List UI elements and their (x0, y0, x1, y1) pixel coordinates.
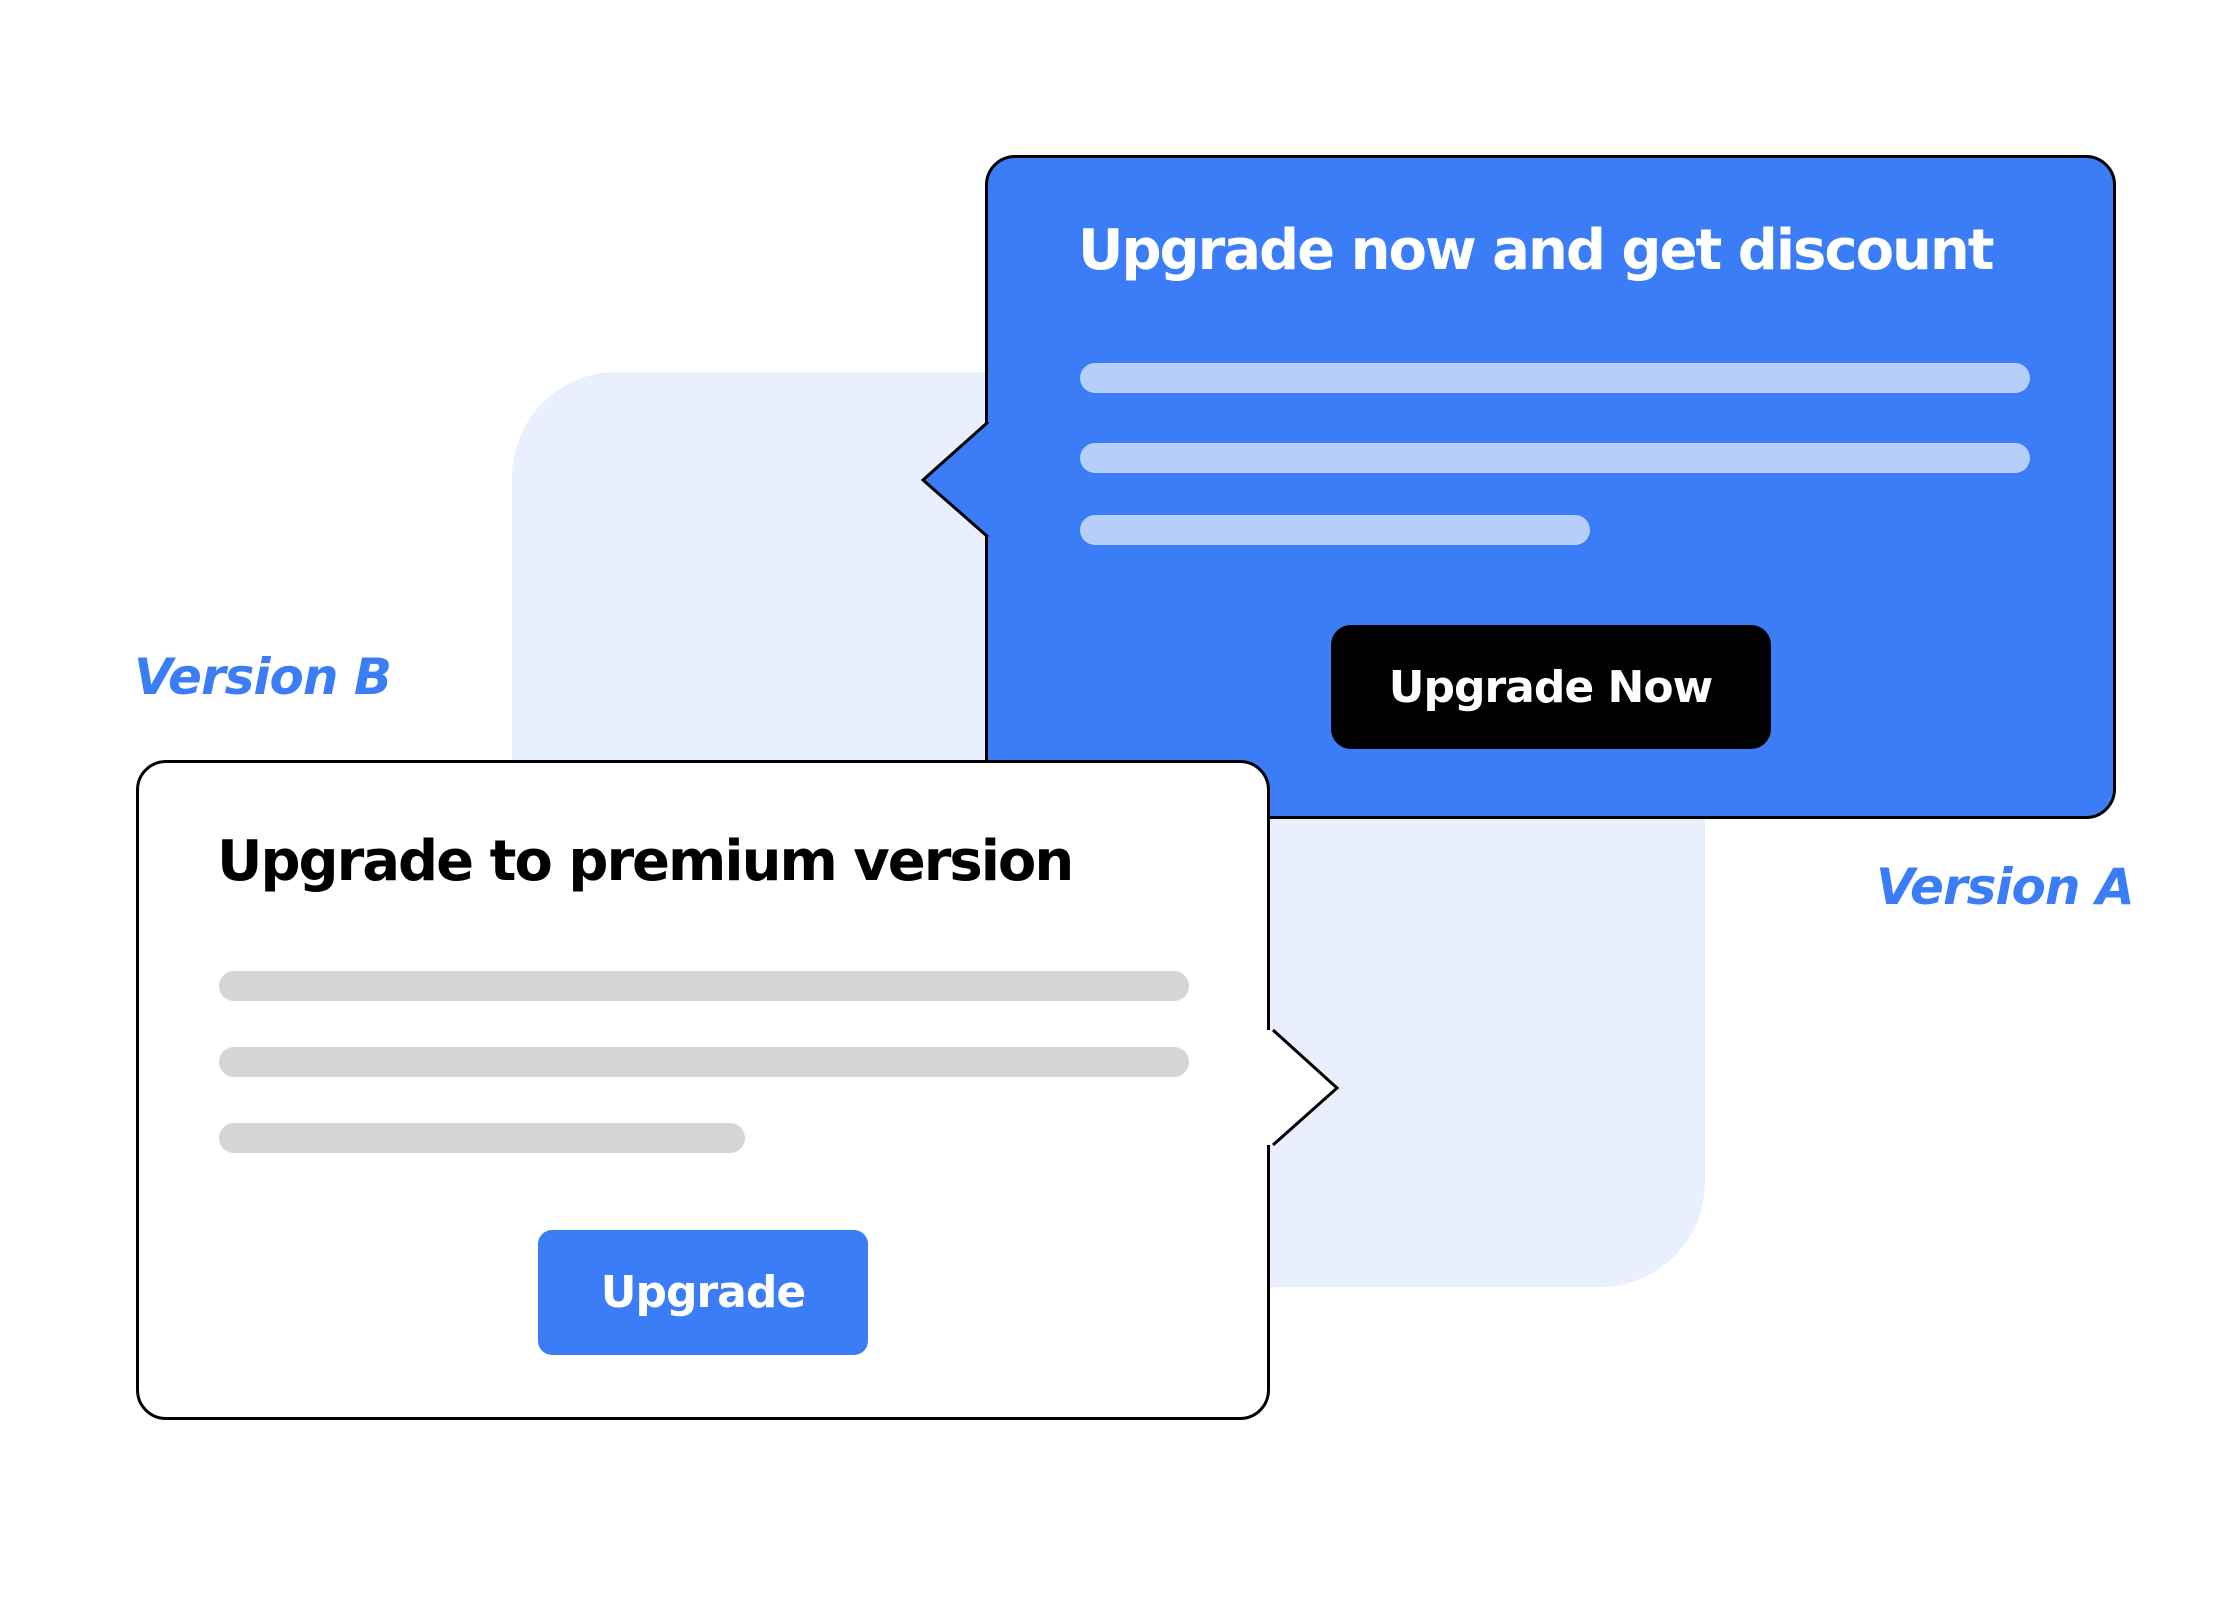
upgrade-now-button[interactable]: Upgrade Now (1330, 625, 1771, 749)
speech-pointer-right-icon (1258, 1028, 1340, 1147)
version-a-label: Version A (1876, 858, 2135, 916)
version-a-card: Upgrade now and get discount Upgrade Now (920, 155, 2116, 819)
placeholder-line (1080, 363, 2030, 393)
placeholder-line (1080, 443, 2030, 473)
placeholder-line (219, 1047, 1189, 1077)
upgrade-button[interactable]: Upgrade (538, 1230, 868, 1355)
version-b-label: Version B (134, 648, 392, 706)
version-b-card: Upgrade to premium version Upgrade (136, 760, 1340, 1420)
speech-pointer-left-icon (920, 420, 1003, 539)
placeholder-line (1080, 515, 1590, 545)
placeholder-line (219, 1123, 745, 1153)
card-b-title: Upgrade to premium version (217, 829, 1074, 894)
card-a-title: Upgrade now and get discount (1078, 218, 1995, 283)
placeholder-line (219, 971, 1189, 1001)
